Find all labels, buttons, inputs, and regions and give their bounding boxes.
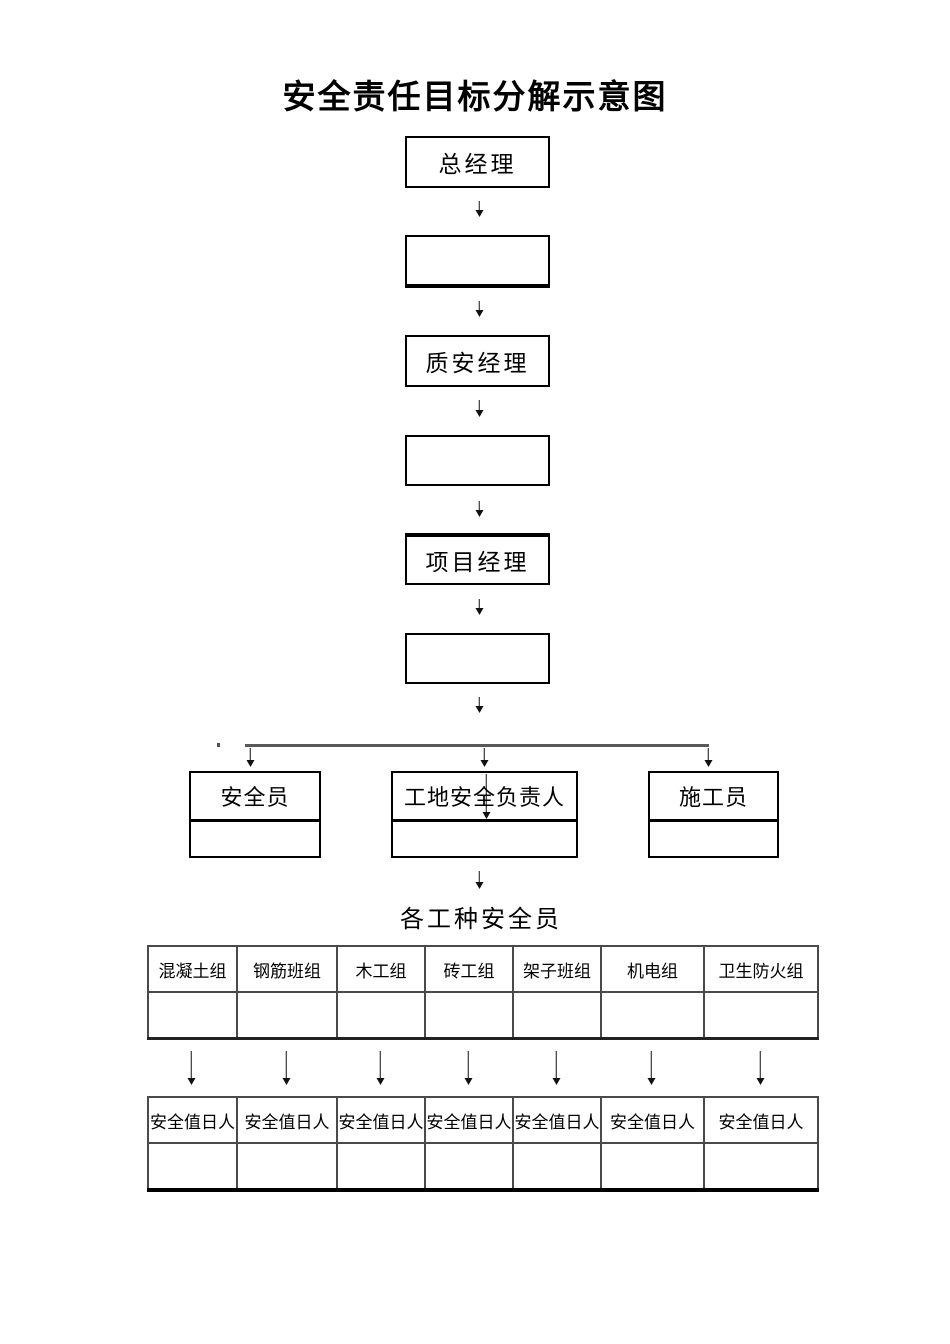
down-arrow-icon [246,748,255,767]
flow-box-blank-3 [405,633,550,684]
flow-box-project-manager: 项目经理 [405,533,550,585]
duty-empty-cell [512,1142,602,1191]
flow-box-general-manager: 总经理 [405,136,550,188]
duty-header-cell: 安全值日人 [336,1096,426,1144]
down-arrow-icon [475,201,484,217]
workgroups-table: 混凝土组 钢筋班组 木工组 砖工组 架子班组 机电组 卫生防火组 [147,945,819,1040]
workgroup-empty-cell [703,991,819,1040]
duty-empty-cell [147,1142,238,1191]
branch-box-label: 安全员 [220,785,290,810]
down-arrow-icon [475,599,484,615]
down-arrow-icon [376,1051,385,1085]
branch-box-construction-officer: 施工员 [648,771,779,858]
duty-empty-cell [336,1142,426,1191]
flow-box-qa-manager: 质安经理 [405,335,550,387]
workgroup-header-cell: 混凝土组 [147,945,238,993]
workgroup-empty-cell [600,991,705,1040]
flow-box-label: 质安经理 [425,351,530,376]
branch-box-label-row: 工地安全负责人 [393,773,576,822]
branch-box-safety-officer: 安全员 [189,771,321,858]
table-row [147,991,819,1040]
down-arrow-icon [475,501,484,517]
workgroup-empty-cell [336,991,426,1040]
flow-box-blank-1 [405,235,550,288]
page-title: 安全责任目标分解示意图 [282,80,668,116]
flow-box-label: 总经理 [438,152,517,177]
duty-empty-cell [424,1142,514,1191]
flow-box-blank-2 [405,435,550,486]
workgroup-header-cell: 机电组 [600,945,705,993]
workgroup-header-cell: 架子班组 [512,945,602,993]
down-arrow-icon [475,301,484,317]
duty-empty-cell [703,1142,819,1191]
section-label-trade-safety-officers: 各工种安全员 [400,907,562,933]
duty-header-cell: 安全值日人 [236,1096,338,1144]
duty-header-cell: 安全值日人 [424,1096,514,1144]
down-arrow-icon [704,748,713,767]
workgroup-header-cell: 木工组 [336,945,426,993]
table-row: 安全值日人 安全值日人 安全值日人 安全值日人 安全值日人 安全值日人 安全值日… [147,1096,819,1144]
down-arrow-icon [552,1051,561,1085]
down-arrow-icon [647,1051,656,1085]
down-arrow-icon [480,748,489,767]
down-arrow-icon [187,1051,196,1085]
workgroup-header-cell: 砖工组 [424,945,514,993]
down-arrow-icon [475,400,484,417]
flow-box-label: 项目经理 [425,550,530,575]
table-row: 混凝土组 钢筋班组 木工组 砖工组 架子班组 机电组 卫生防火组 [147,945,819,993]
branch-box-site-safety-head: 工地安全负责人 [391,771,578,858]
down-arrow-icon [464,1051,473,1085]
branch-box-label-row: 安全员 [191,773,319,822]
duty-header-cell: 安全值日人 [703,1096,819,1144]
duty-header-cell: 安全值日人 [147,1096,238,1144]
duty-header-cell: 安全值日人 [512,1096,602,1144]
branch-box-label-row: 施工员 [650,773,777,822]
workgroup-header-cell: 卫生防火组 [703,945,819,993]
table-row [147,1142,819,1191]
duty-empty-cell [600,1142,705,1191]
down-arrow-icon [756,1051,765,1085]
branch-connector-line [245,744,709,747]
down-arrow-icon [282,1051,291,1085]
workgroup-empty-cell [424,991,514,1040]
duty-empty-cell [236,1142,338,1191]
duty-header-cell: 安全值日人 [600,1096,705,1144]
workgroup-empty-cell [512,991,602,1040]
stray-dot [217,743,220,747]
workgroup-header-cell: 钢筋班组 [236,945,338,993]
down-arrow-icon [475,871,484,889]
duty-roster-table: 安全值日人 安全值日人 安全值日人 安全值日人 安全值日人 安全值日人 安全值日… [147,1096,819,1192]
down-arrow-icon [475,697,484,713]
branch-box-label: 工地安全负责人 [403,785,565,810]
workgroup-empty-cell [236,991,338,1040]
workgroup-empty-cell [147,991,238,1040]
branch-box-label: 施工员 [678,785,748,810]
